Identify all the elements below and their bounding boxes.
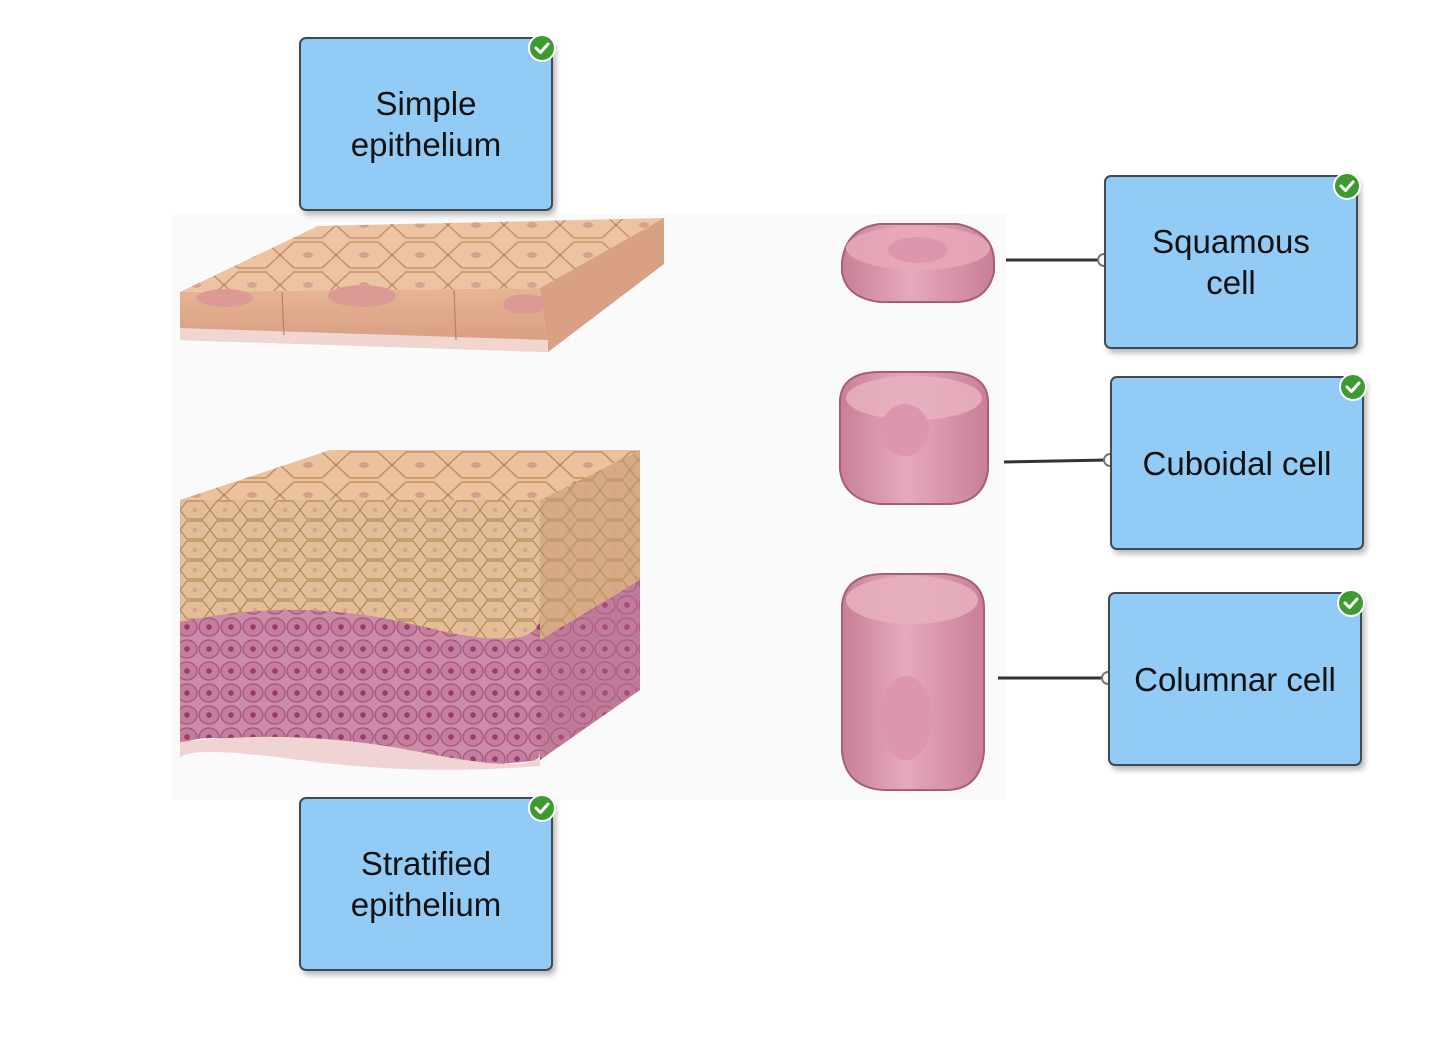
label-cuboidal-cell[interactable]: Cuboidal cell <box>1110 373 1367 550</box>
label-stratified-epithelium[interactable]: Stratified epithelium <box>299 794 556 971</box>
stratified-epithelium-illustration <box>180 450 640 770</box>
label-squamous-cell[interactable]: Squamous cell <box>1104 172 1361 349</box>
cuboidal-cell-illustration <box>839 371 989 505</box>
label-squamous-cell-text: Squamous cell <box>1152 223 1310 301</box>
label-simple-epithelium[interactable]: Simple epithelium <box>299 34 556 211</box>
check-icon <box>528 794 556 822</box>
check-icon <box>528 34 556 62</box>
label-simple-epithelium-text: Simple epithelium <box>350 85 502 163</box>
check-icon <box>1337 589 1365 617</box>
label-cuboidal-cell-text: Cuboidal cell <box>1142 444 1332 482</box>
simple-epithelium-illustration <box>180 218 664 352</box>
leader-line-cuboidal <box>1003 458 1109 464</box>
check-icon <box>1339 373 1367 401</box>
label-stratified-epithelium-text: Stratified epithelium <box>350 845 502 923</box>
check-icon <box>1333 172 1361 200</box>
leader-lines <box>998 253 1117 685</box>
label-columnar-cell[interactable]: Columnar cell <box>1108 589 1365 766</box>
squamous-cell-illustration <box>841 223 995 303</box>
label-columnar-cell-text: Columnar cell <box>1134 660 1336 698</box>
columnar-cell-illustration <box>841 573 985 791</box>
